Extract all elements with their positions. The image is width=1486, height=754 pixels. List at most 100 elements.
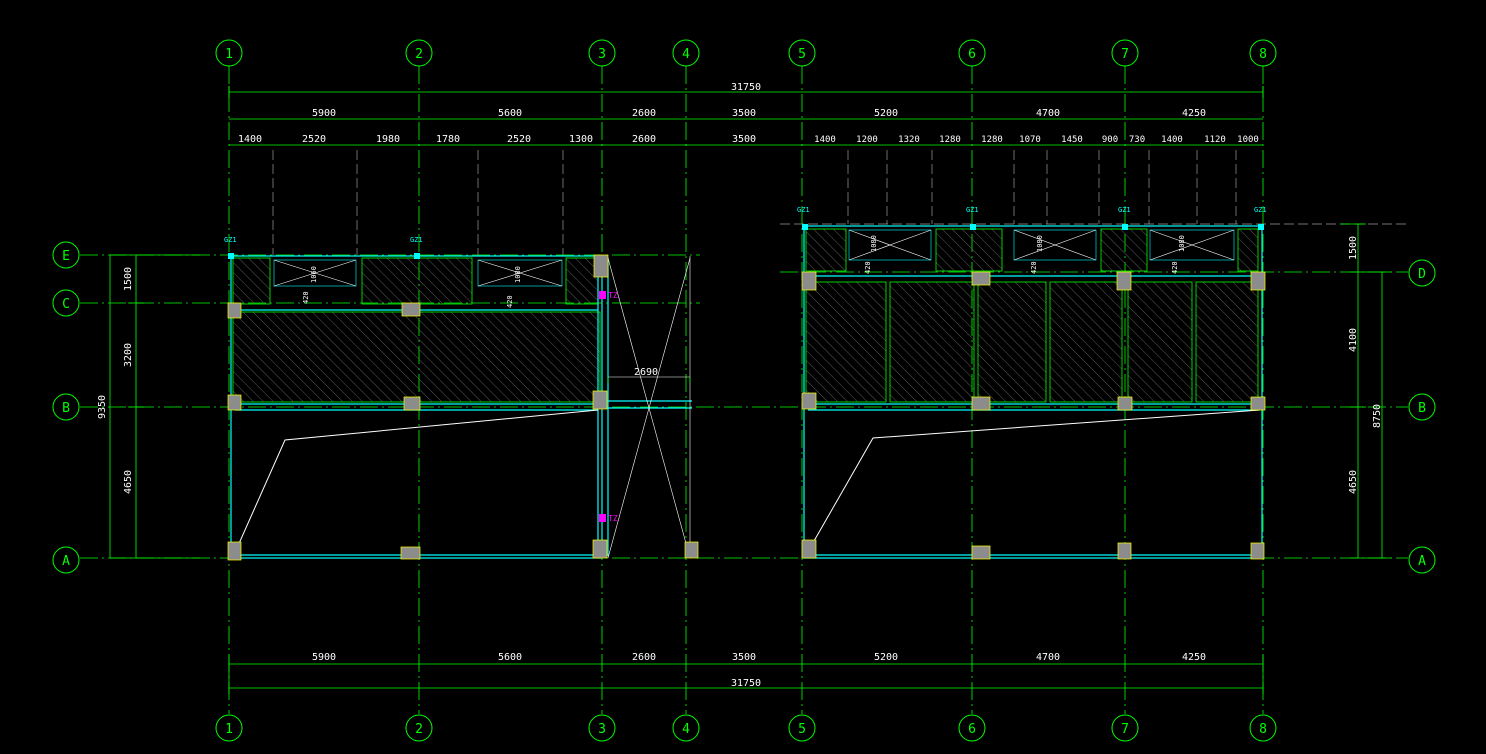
svg-text:420: 420: [506, 295, 514, 308]
svg-text:1500: 1500: [1348, 236, 1359, 260]
svg-text:1060: 1060: [310, 266, 318, 283]
svg-text:4650: 4650: [1348, 470, 1359, 494]
wall-openings: [273, 229, 1235, 287]
slab-right-top-3: [1100, 228, 1148, 272]
svg-text:4250: 4250: [1182, 652, 1206, 663]
svg-text:1080: 1080: [1036, 235, 1044, 252]
grid-label: 6: [968, 47, 976, 62]
grid-label: 4: [682, 722, 690, 737]
svg-text:1780: 1780: [436, 134, 460, 145]
slab-left-top-2: [361, 257, 473, 305]
svg-text:2600: 2600: [632, 108, 656, 119]
grid-label: 8: [1259, 47, 1267, 62]
grid-label: D: [1418, 267, 1426, 282]
svg-text:TZ: TZ: [608, 291, 618, 300]
grid-label: B: [62, 401, 70, 416]
column: [592, 539, 608, 559]
grid-label: B: [1418, 401, 1426, 416]
svg-text:4650: 4650: [123, 470, 134, 494]
column: [801, 392, 817, 410]
svg-text:730: 730: [1129, 135, 1145, 145]
svg-text:5600: 5600: [498, 108, 522, 119]
svg-text:1080: 1080: [870, 235, 878, 252]
svg-text:1320: 1320: [898, 135, 920, 145]
slab-right-4: [1049, 281, 1123, 403]
svg-text:1070: 1070: [1019, 135, 1041, 145]
svg-text:2600: 2600: [632, 134, 656, 145]
svg-text:3500: 3500: [732, 652, 756, 663]
grid-labels-bottom: 1 2 3 4 5 6 7 8: [225, 722, 1267, 737]
column: [1250, 271, 1266, 291]
column: [971, 271, 991, 286]
svg-text:3200: 3200: [123, 343, 134, 367]
column: [1250, 396, 1266, 411]
columns: [227, 254, 1266, 561]
column: [227, 394, 242, 411]
svg-text:2600: 2600: [632, 652, 656, 663]
dimension-lines: [109, 91, 1392, 694]
svg-text:1080: 1080: [514, 266, 522, 283]
svg-text:3500: 3500: [732, 134, 756, 145]
column: [1116, 271, 1132, 291]
column: [227, 541, 242, 561]
grid-label: 7: [1121, 47, 1129, 62]
bottom-total-dim: 31750: [731, 678, 761, 689]
grid-labels-left: E C B A: [62, 249, 70, 569]
grid-bubbles-top: [215, 39, 1277, 67]
svg-text:1120: 1120: [1204, 135, 1226, 145]
slab-left-top-1: [232, 257, 271, 305]
bottom-bay-dims: 5900 5600 2600 3500 5200 4700 4250: [312, 652, 1206, 663]
slab-right-top-2: [935, 228, 1003, 272]
grid-label: 3: [598, 47, 606, 62]
svg-text:420: 420: [864, 261, 872, 274]
svg-text:3500: 3500: [732, 108, 756, 119]
svg-text:1280: 1280: [981, 135, 1003, 145]
grid-label: 7: [1121, 722, 1129, 737]
svg-text:1400: 1400: [1161, 135, 1183, 145]
svg-text:1400: 1400: [814, 135, 836, 145]
grid-label: 4: [682, 47, 690, 62]
column: [593, 254, 609, 278]
grid-label: 2: [415, 722, 423, 737]
grid-label: E: [62, 249, 70, 264]
gz-tags: GZ1 GZ1 GZ1 GZ1 GZ1 GZ1: [224, 206, 1267, 244]
left-dims: 1500 3200 4650 9350: [97, 267, 134, 494]
svg-text:GZ1: GZ1: [410, 236, 423, 244]
slope-lines: [236, 409, 1261, 549]
slab-right-2: [889, 281, 975, 403]
grid-label: 2: [415, 47, 423, 62]
top-total-dim-text: 31750: [731, 82, 761, 93]
grid-label: 1: [225, 47, 233, 62]
slab-right-6: [1195, 281, 1259, 403]
grid-label: C: [62, 297, 70, 312]
dimension-ticks: [228, 86, 1264, 98]
grid-label: 6: [968, 722, 976, 737]
svg-text:GZ1: GZ1: [797, 206, 810, 214]
local-dims: 420 1060 420 1080 420 1080 420 1080 420 …: [302, 235, 1186, 308]
grid-label: 1: [225, 722, 233, 737]
svg-text:8750: 8750: [1372, 404, 1383, 428]
svg-text:420: 420: [302, 291, 310, 304]
grid-label: A: [62, 554, 70, 569]
grid-label: 5: [798, 47, 806, 62]
column: [801, 539, 817, 559]
svg-text:4250: 4250: [1182, 108, 1206, 119]
column: [971, 396, 991, 411]
svg-text:4700: 4700: [1036, 108, 1060, 119]
grid-label: 5: [798, 722, 806, 737]
right-dims: 1500 4100 4650 8750: [1348, 236, 1383, 494]
svg-text:9350: 9350: [97, 395, 108, 419]
grid-label: 3: [598, 722, 606, 737]
gz-columns: [228, 224, 1264, 259]
svg-text:TZ: TZ: [608, 514, 618, 523]
svg-text:420: 420: [1171, 261, 1179, 274]
slab-right-5: [1127, 281, 1193, 403]
slab-right-3: [977, 281, 1047, 403]
top-bay-dims: 5900 5600 2600 3500 5200 4700 4250: [312, 108, 1206, 119]
slab-right-1: [805, 281, 887, 403]
svg-text:1280: 1280: [939, 135, 961, 145]
svg-text:GZ1: GZ1: [224, 236, 237, 244]
svg-text:1080: 1080: [1178, 235, 1186, 252]
svg-text:GZ1: GZ1: [1118, 206, 1131, 214]
